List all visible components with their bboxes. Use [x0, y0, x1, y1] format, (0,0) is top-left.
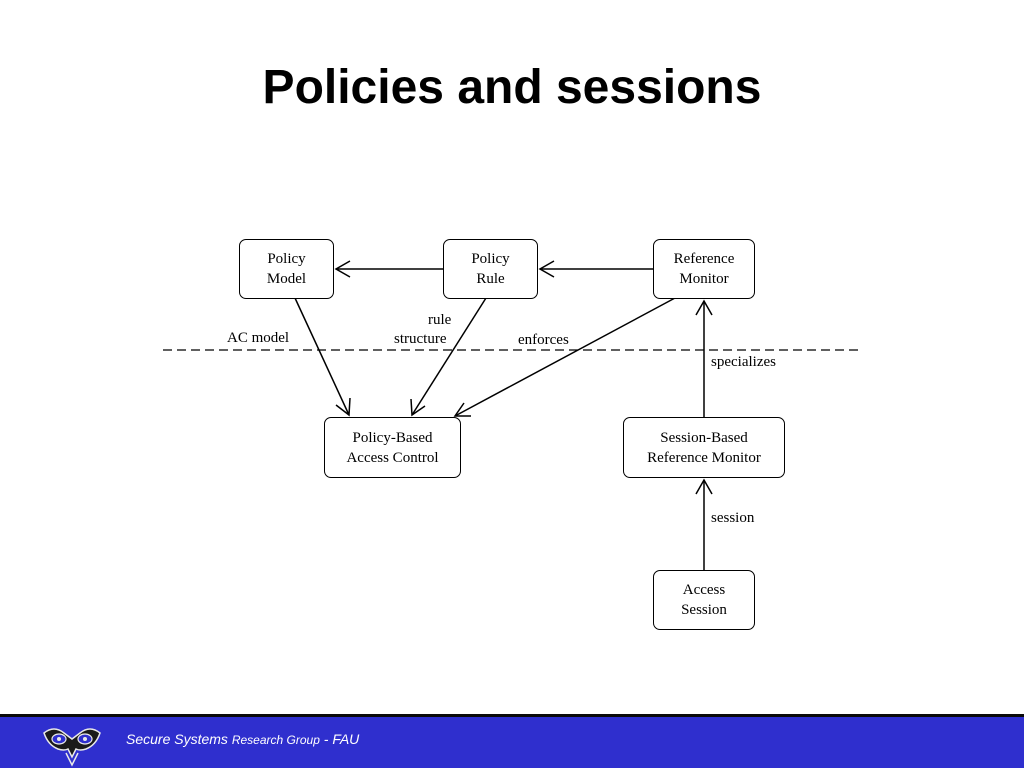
label-enforces: enforces — [518, 332, 569, 348]
node-policy-model: Policy Model — [239, 239, 334, 299]
node-access-session-line2: Session — [681, 602, 727, 618]
slide-title: Policies and sessions — [262, 61, 762, 114]
node-sbrm-line2: Reference Monitor — [647, 449, 761, 466]
label-session: session — [711, 510, 755, 526]
owl-logo-icon — [43, 728, 101, 767]
footer-caption: Secure Systems Research Group - FAU — [126, 731, 359, 747]
arrowhead-specializes — [695, 299, 713, 316]
footer-text-main: Secure Systems — [126, 731, 228, 747]
label-rule: rule — [428, 312, 452, 328]
node-reference-monitor: Reference Monitor — [653, 239, 755, 299]
node-access-session-line1: Access — [682, 582, 726, 598]
label-specializes: specializes — [711, 354, 776, 370]
footer-text-suffix: - FAU — [323, 731, 360, 747]
node-pbac-line2: Access Control — [346, 449, 439, 466]
node-session-based-reference-monitor: Session-Based Reference Monitor — [623, 417, 785, 478]
node-policy-rule-line2: Rule — [476, 271, 505, 287]
footer-text-small: Research Group — [231, 733, 320, 747]
arrowhead-model — [334, 260, 351, 278]
node-reference-monitor-line2: Monitor — [679, 271, 729, 287]
node-sbrm-line1: Session-Based — [660, 429, 748, 446]
label-ac-model: AC model — [227, 330, 290, 346]
label-structure: structure — [394, 331, 447, 347]
footer-bar: Secure Systems Research Group - FAU — [0, 714, 1024, 768]
arrowhead-rule-structure — [410, 398, 426, 417]
arrowhead-session — [695, 478, 713, 495]
edge-rule-structure — [411, 297, 487, 416]
node-policy-rule: Policy Rule — [443, 239, 538, 299]
node-pbac-line1: Policy-Based — [352, 429, 433, 446]
node-reference-monitor-line1: Reference — [673, 251, 735, 267]
node-policy-model-line2: Model — [266, 271, 307, 287]
arrowhead-enforces — [453, 402, 471, 417]
edge-enforces — [454, 297, 676, 417]
node-policy-based-access-control: Policy-Based Access Control — [324, 417, 461, 478]
node-policy-rule-line1: Policy — [471, 251, 510, 267]
arrowhead-rule — [538, 260, 555, 278]
arrowhead-ac-model — [335, 397, 351, 417]
node-access-session: Access Session — [653, 570, 755, 630]
node-policy-model-line1: Policy — [267, 251, 306, 267]
edge-ac-model — [294, 297, 350, 416]
